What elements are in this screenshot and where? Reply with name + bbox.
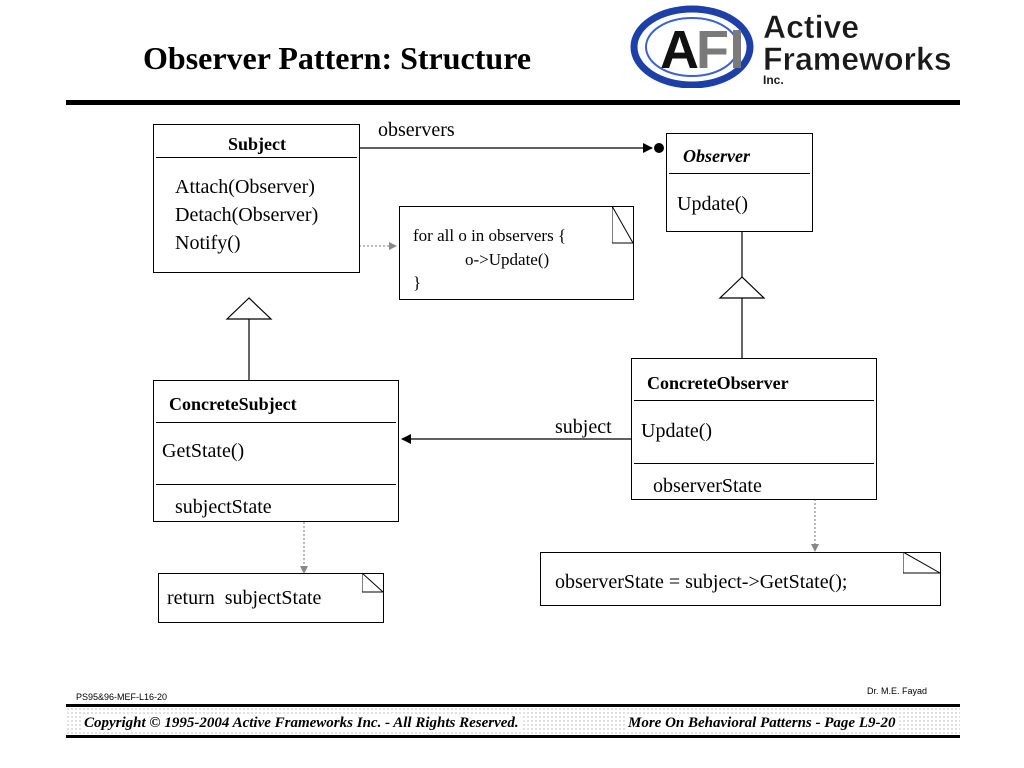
subject-class-divider bbox=[156, 157, 357, 158]
subject-inheritance-triangle bbox=[225, 297, 273, 320]
svg-text:Inc.: Inc. bbox=[763, 73, 784, 87]
copyright-text: Copyright © 1995-2004 Active Frameworks … bbox=[82, 715, 521, 732]
active-frameworks-logo: A F Active Frameworks Inc. bbox=[630, 5, 952, 88]
title-divider bbox=[66, 100, 960, 105]
note-dog-ear-icon bbox=[612, 206, 634, 244]
concrete-subject-class-divider bbox=[156, 484, 396, 485]
subject-operation: Notify() bbox=[175, 232, 241, 254]
observers-role-label: observers bbox=[378, 119, 455, 141]
svg-text:A: A bbox=[660, 20, 699, 80]
observers-multiplicity-dot bbox=[654, 143, 664, 153]
note-dog-ear-icon bbox=[903, 552, 941, 574]
concrete-observer-class-divider bbox=[634, 463, 874, 464]
subject-role-label: subject bbox=[555, 416, 612, 438]
notify-note-line: for all o in observers { bbox=[413, 226, 567, 245]
concrete-subject-class-divider bbox=[156, 422, 396, 423]
notify-note-line: o->Update() bbox=[465, 250, 550, 269]
concrete-subject-operation: GetState() bbox=[162, 440, 245, 462]
svg-text:Active: Active bbox=[763, 9, 859, 45]
subject-operation: Attach(Observer) bbox=[175, 176, 315, 198]
concrete-observer-class: ConcreteObserver Update() observerState bbox=[631, 358, 877, 500]
svg-text:Frameworks: Frameworks bbox=[763, 41, 952, 77]
footer-bar: Copyright © 1995-2004 Active Frameworks … bbox=[66, 704, 960, 738]
observer-operation: Update() bbox=[677, 193, 749, 215]
subject-class-name: Subject bbox=[228, 134, 286, 154]
subject-operation: Detach(Observer) bbox=[175, 204, 319, 226]
svg-text:F: F bbox=[696, 20, 729, 80]
getstate-note: return subjectState bbox=[158, 573, 384, 623]
note-dog-ear-icon bbox=[362, 573, 384, 593]
concrete-observer-class-name: ConcreteObserver bbox=[647, 373, 789, 393]
notify-note-line: } bbox=[413, 273, 422, 292]
page-label: More On Behavioral Patterns - Page L9-20 bbox=[626, 715, 898, 732]
getstate-note-text: return subjectState bbox=[167, 587, 322, 609]
observer-inheritance-triangle bbox=[718, 276, 766, 299]
author-credit: Dr. M.E. Fayad bbox=[867, 686, 928, 696]
observer-class: Observer Update() bbox=[666, 133, 813, 232]
subject-class: Subject Attach(Observer) Detach(Observer… bbox=[153, 124, 360, 273]
update-note: observerState = subject->GetState(); bbox=[540, 552, 941, 606]
concrete-subject-class-name: ConcreteSubject bbox=[169, 394, 297, 414]
observer-class-name: Observer bbox=[683, 146, 750, 166]
observer-class-divider bbox=[669, 173, 810, 174]
notify-note: for all o in observers { o->Update() } bbox=[399, 206, 634, 300]
document-id: PS95&96-MEF-L16-20 bbox=[76, 692, 168, 702]
concrete-observer-class-divider bbox=[634, 400, 874, 401]
concrete-subject-attribute: subjectState bbox=[175, 496, 272, 518]
concrete-subject-class: ConcreteSubject GetState() subjectState bbox=[153, 380, 399, 522]
slide-title: Observer Pattern: Structure bbox=[143, 40, 532, 76]
concrete-observer-operation: Update() bbox=[641, 420, 713, 442]
concrete-observer-attribute: observerState bbox=[653, 475, 762, 497]
update-note-text: observerState = subject->GetState(); bbox=[555, 571, 848, 593]
